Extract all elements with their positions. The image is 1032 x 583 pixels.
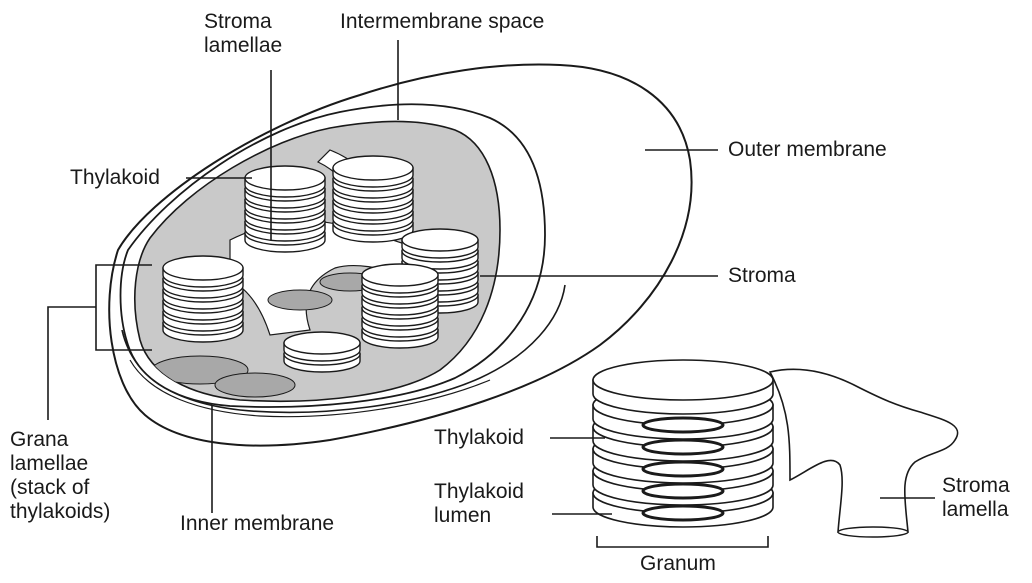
label-stroma-lamellae-line1: Stroma [204, 10, 282, 34]
label-stroma-lamellae: Stroma lamellae [204, 10, 282, 58]
stroma-lamella-sheet [770, 369, 958, 532]
thylakoid-lumen-ring [643, 440, 723, 454]
label-thylakoid-lumen: Thylakoid lumen [434, 480, 524, 528]
label-intermembrane-space: Intermembrane space [340, 10, 544, 34]
granum-stack [163, 256, 243, 342]
label-granum: Granum [640, 552, 716, 576]
label-grana-line4: thylakoids) [10, 500, 110, 524]
thylakoid-disc [245, 166, 325, 190]
label-outer-membrane: Outer membrane [728, 138, 887, 162]
label-grana-line1: Grana [10, 428, 110, 452]
label-grana-line2: lamellae [10, 452, 110, 476]
label-grana-line3: (stack of [10, 476, 110, 500]
label-stroma-lamella-line1: Stroma [942, 474, 1010, 498]
thylakoid-lumen-ring [643, 418, 723, 432]
label-thylakoid: Thylakoid [70, 166, 160, 190]
thylakoid-disc [333, 156, 413, 180]
thylakoid-disc [402, 229, 478, 251]
label-inner-membrane: Inner membrane [180, 512, 334, 536]
label-stroma: Stroma [728, 264, 796, 288]
label-thylakoid-lumen-line1: Thylakoid [434, 480, 524, 504]
thylakoid-lumen-ring [643, 484, 723, 498]
label-thylakoid-detail: Thylakoid [434, 426, 524, 450]
label-stroma-lamellae-line2: lamellae [204, 34, 282, 58]
label-stroma-lamella-line2: lamella [942, 498, 1010, 522]
label-stroma-lamella: Stroma lamella [942, 474, 1010, 522]
granum-thylakoid-disc [593, 360, 773, 400]
thylakoid-lumen-ring [643, 506, 723, 520]
granum-stack [362, 264, 438, 348]
granum-stack [333, 156, 413, 242]
thylakoid-disc [362, 264, 438, 286]
thylakoid-lumen-ring [643, 462, 723, 476]
granum-stack [245, 166, 325, 252]
thylakoid-disc [284, 332, 360, 354]
thylakoid-disc [163, 256, 243, 280]
label-grana-lamellae: Grana lamellae (stack of thylakoids) [10, 428, 110, 524]
label-thylakoid-lumen-line2: lumen [434, 504, 524, 528]
granum-stack [284, 332, 360, 372]
